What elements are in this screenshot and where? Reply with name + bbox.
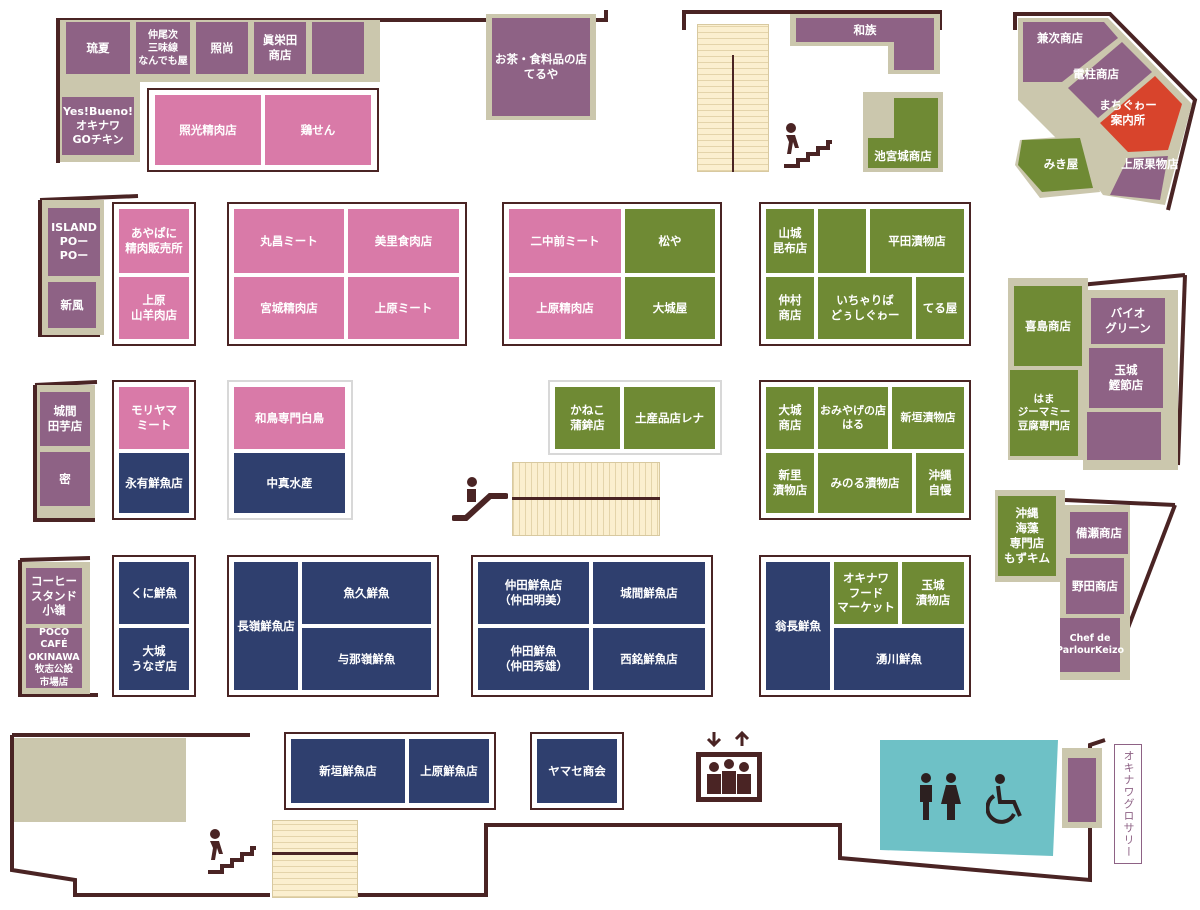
shop-kuni[interactable]: くに鮮魚 xyxy=(119,562,189,624)
shop-oshiroya[interactable]: 大城屋 xyxy=(625,277,715,339)
shop-okinawa-kaiso[interactable]: 沖縄 海藻 専門店 もずキム xyxy=(998,496,1056,576)
shop-nagamine[interactable]: 長嶺鮮魚店 xyxy=(234,562,298,690)
shop-teruhisa[interactable]: 照尚 xyxy=(196,22,248,74)
shop-okinawa-food[interactable]: オキナワ フード マーケット xyxy=(834,562,898,624)
shop-aragaki-tsuke[interactable]: 新垣漬物店 xyxy=(892,387,964,449)
shop-shoko-seiniku[interactable]: 照光精肉店 xyxy=(155,95,261,165)
shop-uokyu[interactable]: 魚久鮮魚 xyxy=(302,562,431,624)
wheelchair-icon xyxy=(986,774,1022,824)
escalator-rail xyxy=(512,497,660,500)
shop-shineida[interactable]: 眞栄田 商店 xyxy=(254,22,306,74)
shop-noda[interactable]: 野田商店 xyxy=(1066,558,1124,614)
shop-yonamine[interactable]: 与那嶺鮮魚 xyxy=(302,628,431,690)
escalator-icon xyxy=(452,477,508,521)
shop-chef[interactable]: Chef de ParlourKeizo xyxy=(1056,618,1124,672)
shop-okinawa-grocery-block[interactable] xyxy=(1068,758,1096,822)
shop-tamagusuku-tsuke[interactable]: 玉城 漬物店 xyxy=(902,562,964,624)
shop-wazoku-ext[interactable] xyxy=(894,18,934,70)
stairs-bottom[interactable] xyxy=(272,820,358,898)
shop-machiguwa[interactable]: まちぐゎー 案内所 xyxy=(1099,98,1157,127)
shop-kishima[interactable]: 喜島商店 xyxy=(1014,286,1082,366)
shop-marumasa[interactable]: 丸昌ミート xyxy=(234,209,344,273)
shop-watori[interactable]: 和鳥専門白鳥 xyxy=(234,387,345,449)
shop-shinpu[interactable]: 新風 xyxy=(48,282,96,328)
shop-uehara-yagi[interactable]: 上原 山羊肉店 xyxy=(119,277,189,339)
shop-coffee[interactable]: コーヒー スタンド 小嶺 xyxy=(26,568,82,624)
okinawa-grocery-label: オキナワグロサリー xyxy=(1114,744,1142,864)
shop-dosan-rena[interactable]: 土産品店レナ xyxy=(624,387,715,449)
shop-unnamed-top[interactable] xyxy=(312,22,364,74)
shop-minoru-tsuke[interactable]: みのる漬物店 xyxy=(818,453,912,513)
shop-nichuzen[interactable]: 二中前ミート xyxy=(509,209,621,273)
shop-hirata[interactable]: 平田漬物店 xyxy=(870,209,964,273)
shop-aragaki-sengyo[interactable]: 新垣鮮魚店 xyxy=(291,739,405,803)
shop-unnamed-green[interactable] xyxy=(818,209,866,273)
shop-hama-tofu[interactable]: はま ジーマミー 豆腐専門店 xyxy=(1010,370,1078,456)
shop-ikemiyagi-ext[interactable] xyxy=(894,98,938,142)
shop-matsuya[interactable]: 松や xyxy=(625,209,715,273)
shop-omiyage-haru[interactable]: おみやげの店 はる xyxy=(818,387,888,449)
shop-misato[interactable]: 美里食肉店 xyxy=(348,209,459,273)
shop-denchu[interactable]: 電柱商店 xyxy=(1073,66,1119,81)
restroom-area[interactable] xyxy=(878,738,1078,858)
shop-bio-green[interactable]: バイオ グリーン xyxy=(1091,298,1165,344)
shop-oshiro-unagi[interactable]: 大城 うなぎ店 xyxy=(119,628,189,690)
shop-uehara-meat[interactable]: 上原ミート xyxy=(348,277,459,339)
shop-ikemiyagi[interactable]: 池宮城商店 xyxy=(868,138,938,168)
shop-nakamura[interactable]: 仲村 商店 xyxy=(766,277,814,339)
shop-uehara-sengyo[interactable]: 上原鮮魚店 xyxy=(409,739,489,803)
shop-oshiro-shoten[interactable]: 大城 商店 xyxy=(766,387,814,449)
shop-poco[interactable]: POCO CAFÉ OKINAWA 牧志公設 市場店 xyxy=(26,627,82,688)
shop-shinzato-tsuke[interactable]: 新里 漬物店 xyxy=(766,453,814,513)
shop-island-popo[interactable]: ISLAND POー POー xyxy=(48,208,100,276)
shop-ayabani[interactable]: あやぱに 精肉販売所 xyxy=(119,209,189,273)
restroom-icon xyxy=(920,773,961,820)
elevator-icon[interactable] xyxy=(694,730,766,806)
shop-ocho[interactable]: 翁長鮮魚 xyxy=(766,562,830,690)
stairs-up-icon xyxy=(208,829,256,874)
shop-ryuka[interactable]: 琉夏 xyxy=(66,22,130,74)
shop-tamagusuku-katsuo[interactable]: 玉城 鰹節店 xyxy=(1089,348,1163,408)
shop-nakama-suisan[interactable]: 中真水産 xyxy=(234,453,345,513)
shop-joma-taimo[interactable]: 城間 田芋店 xyxy=(40,392,90,446)
shop-kaneji[interactable]: 兼次商店 xyxy=(1037,30,1083,45)
shop-mikiya[interactable]: みき屋 xyxy=(1043,156,1079,171)
stairs-top-rail xyxy=(732,55,734,172)
shop-tsurusen[interactable]: 鶏せん xyxy=(265,95,371,165)
shop-ichariba[interactable]: いちゃりば どぅしぐゎー xyxy=(818,277,912,339)
shop-yamase[interactable]: ヤマセ商会 xyxy=(537,739,617,803)
shop-nakata-hideo[interactable]: 仲田鮮魚 （仲田秀雄） xyxy=(478,628,589,690)
stairs-bottom-rail xyxy=(272,852,358,855)
shop-mitsu[interactable]: 密 xyxy=(40,452,90,506)
shop-eiyu[interactable]: 永有鮮魚店 xyxy=(119,453,189,513)
shop-yesbueno[interactable]: Yes!Bueno! オキナワ GOチキン xyxy=(62,97,134,155)
shop-uehara-kabutsu[interactable]: 上原果物店 xyxy=(1121,156,1179,171)
shop-yukawa[interactable]: 湧川鮮魚 xyxy=(834,628,964,690)
shop-nishimei[interactable]: 西銘鮮魚店 xyxy=(593,628,705,690)
shop-bisezaki[interactable]: 備瀬商店 xyxy=(1070,512,1128,554)
shop-yamashiro-konbu[interactable]: 山城 昆布店 xyxy=(766,209,814,273)
service-area xyxy=(14,738,186,822)
shop-okinawa-jiman[interactable]: 沖縄 自慢 xyxy=(916,453,964,513)
shop-joma-sengyo[interactable]: 城間鮮魚店 xyxy=(593,562,705,624)
shop-ocha-teruya[interactable]: お茶・食料品の店 てるや xyxy=(492,18,590,116)
shop-nakata-meibi[interactable]: 仲田鮮魚店 （仲田明美） xyxy=(478,562,589,624)
shop-moriyama[interactable]: モリヤマ ミート xyxy=(119,387,189,449)
shop-uehara-seiniku[interactable]: 上原精肉店 xyxy=(509,277,621,339)
shop-teruya[interactable]: てる屋 xyxy=(916,277,964,339)
stairs-up-icon xyxy=(784,123,832,168)
shop-miyagi-seiniku[interactable]: 宮城精肉店 xyxy=(234,277,344,339)
shop-nakaoji[interactable]: 仲尾次 三味線 なんでも屋 xyxy=(136,22,190,74)
shop-kaneko[interactable]: かねこ 蒲鉾店 xyxy=(555,387,620,449)
shop-unnamed-right[interactable] xyxy=(1087,412,1161,460)
